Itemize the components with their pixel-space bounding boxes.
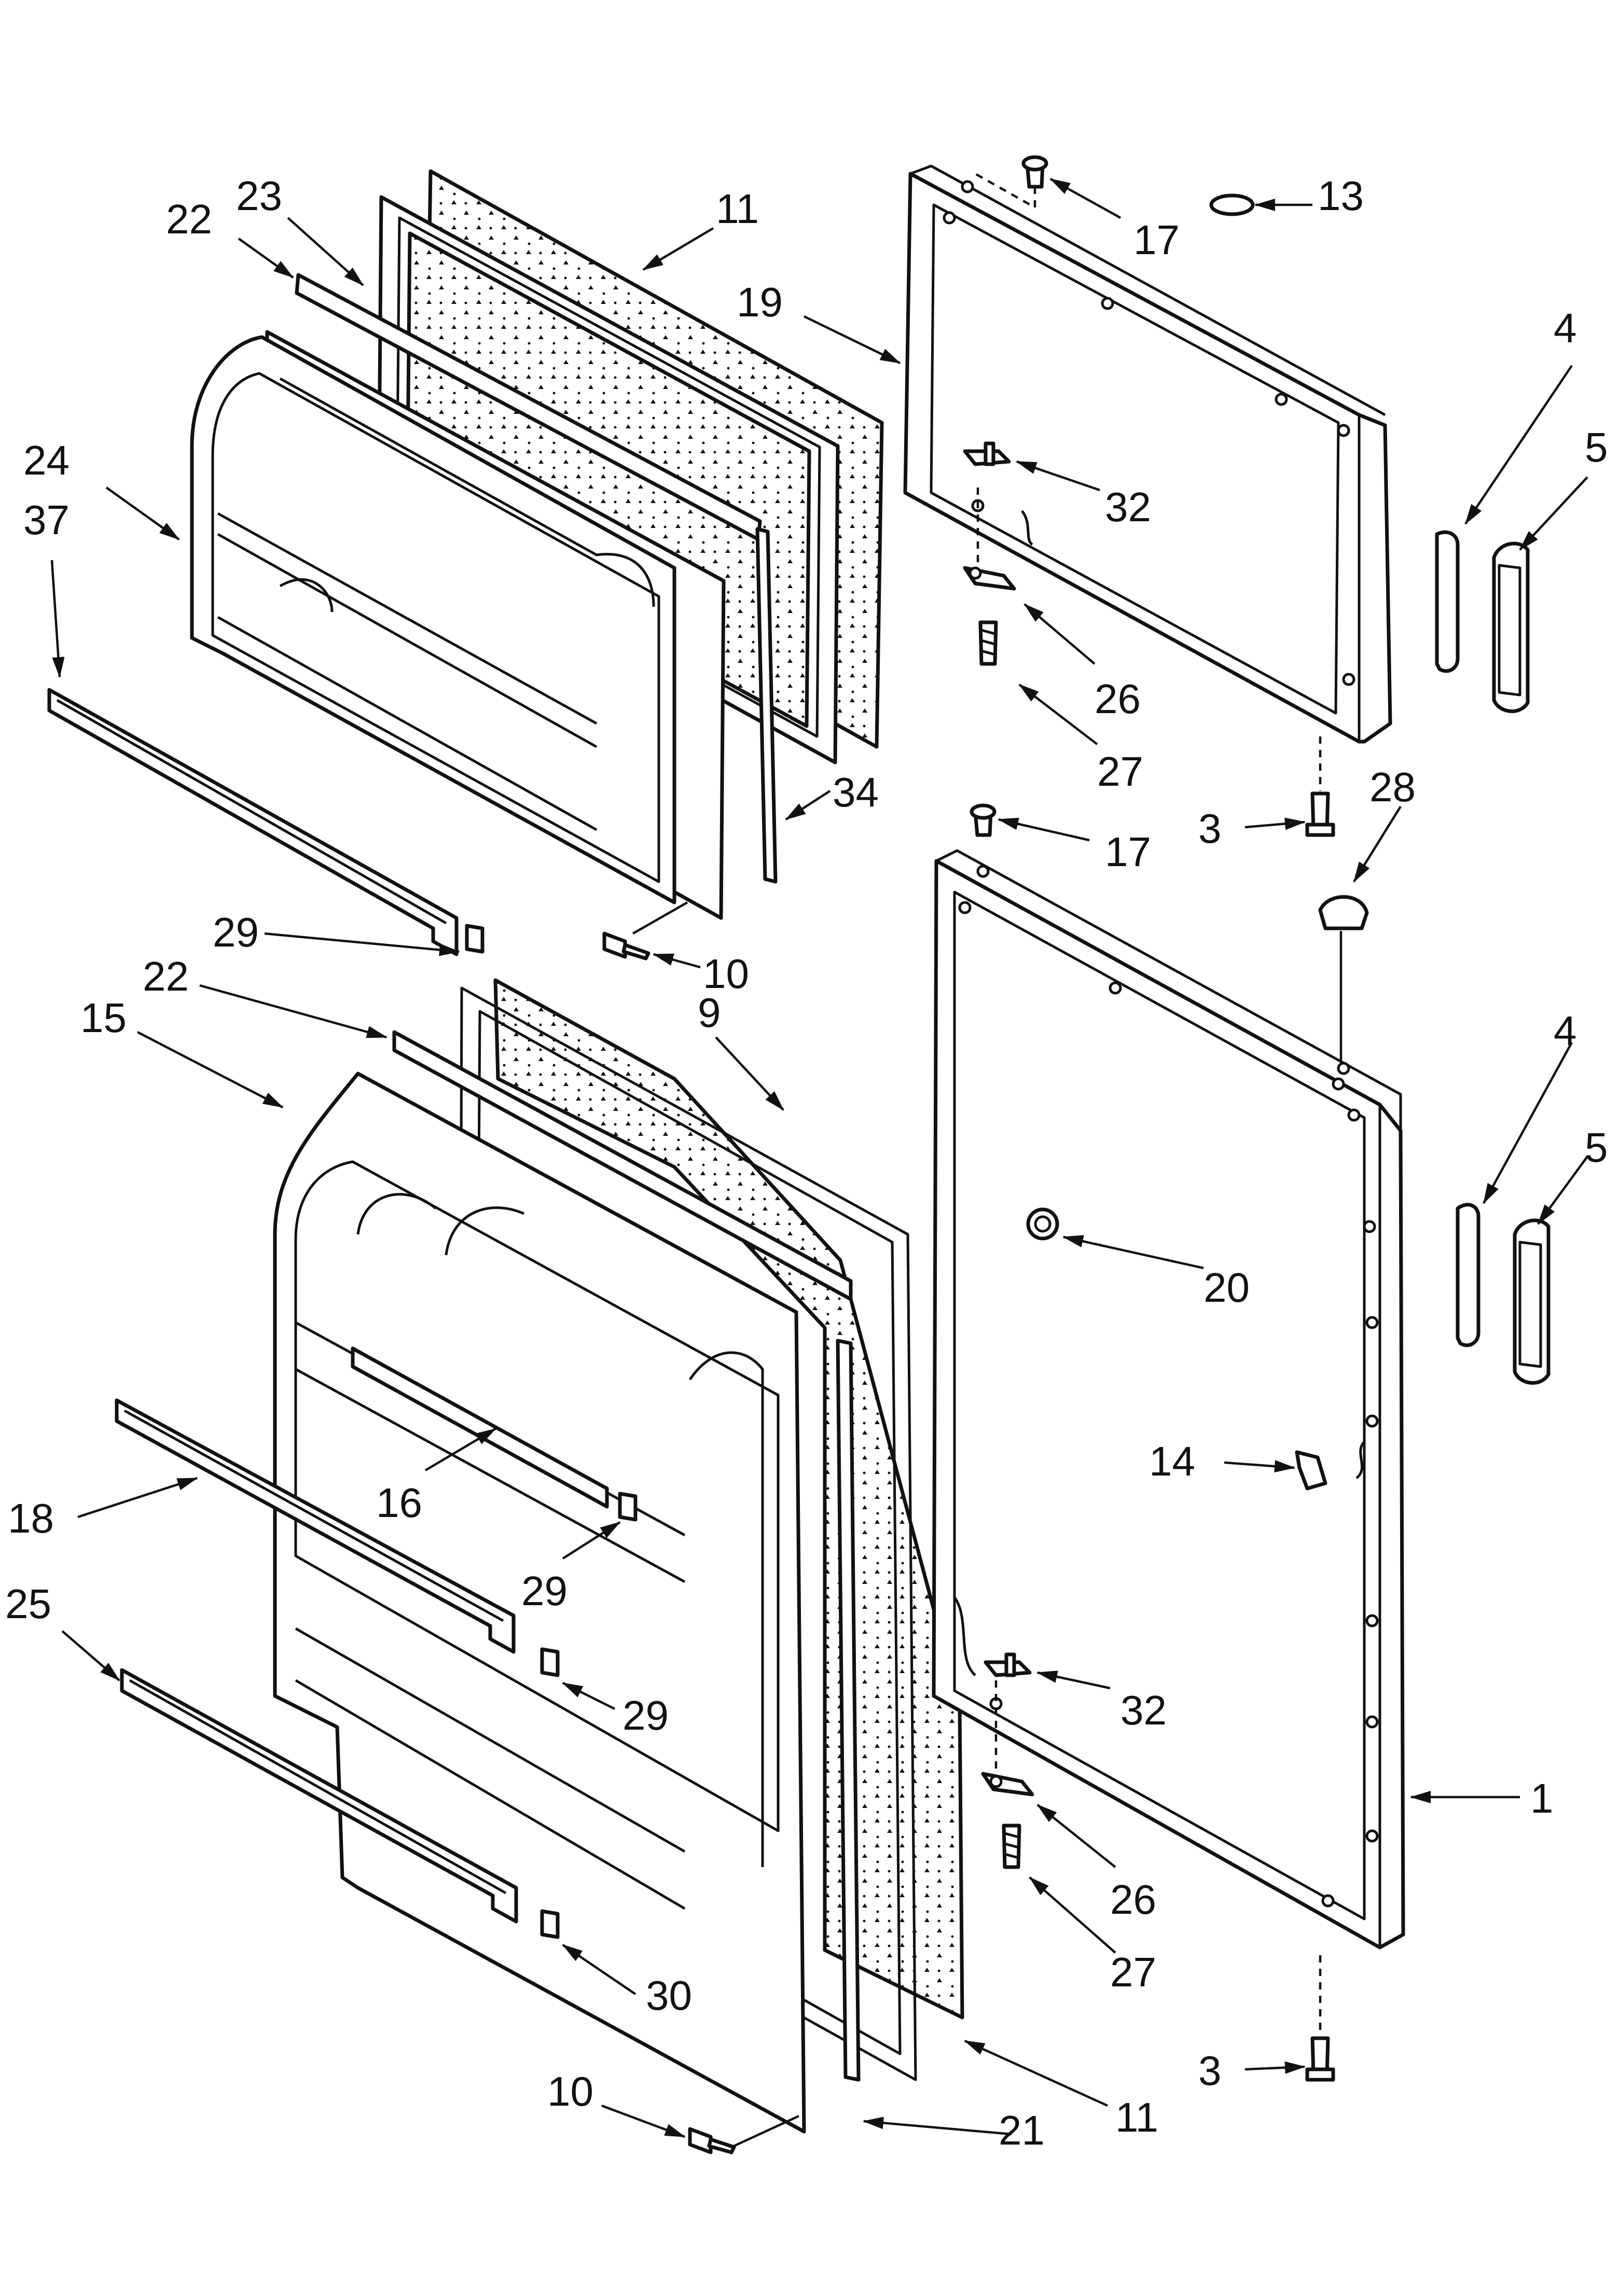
callout-26-upper: 26 [1095, 676, 1141, 722]
part-4-lower-handle-trim [1456, 1203, 1480, 1347]
callout-15: 15 [80, 995, 127, 1041]
callout-23: 23 [236, 173, 282, 219]
part-10-upper-screw [602, 931, 651, 961]
callout-32-lower: 32 [1120, 1687, 1167, 1733]
callout-29-lower-b: 29 [622, 1692, 669, 1738]
part-3-lower-screw [1305, 2036, 1335, 2082]
freezer-outer-door [903, 155, 1530, 837]
part-34-latch-bar [755, 527, 778, 884]
leader-lines [50, 178, 1588, 2149]
callout-14: 14 [1149, 1438, 1195, 1484]
callout-19: 19 [737, 279, 783, 325]
callout-4-upper: 4 [1554, 305, 1577, 351]
callout-30: 30 [646, 1972, 692, 2019]
callout-13: 13 [1318, 173, 1364, 219]
callout-9: 9 [698, 990, 721, 1036]
callout-17-lower: 17 [1105, 829, 1151, 875]
part-28-cap-plug [1318, 895, 1369, 930]
callout-labels: 11 23 22 19 17 13 24 37 4 5 32 26 27 34 … [5, 173, 1608, 2153]
part-22-lower-breaker-strip [392, 1030, 853, 1301]
callout-27-lower: 27 [1110, 1949, 1156, 1995]
callout-21: 21 [999, 2107, 1045, 2153]
part-14-door-bracket [1295, 1450, 1327, 1491]
part-26-upper-hinge-bracket [963, 566, 1016, 591]
part-16-door-shelf-bar [351, 1346, 609, 1509]
part-4-upper-handle-trim [1435, 530, 1460, 673]
callout-37: 37 [23, 497, 70, 543]
callout-22-upper: 22 [166, 196, 212, 242]
callout-20: 20 [1203, 1264, 1250, 1311]
part-29-upper-clip [465, 924, 485, 954]
part-27-upper-screw [978, 620, 998, 666]
part-29-lower-clip-b [540, 1647, 560, 1677]
fresh-food-outer-door [932, 803, 1551, 2082]
callout-17-upper: 17 [1133, 217, 1180, 263]
part-27-lower-screw [1002, 1824, 1021, 1869]
callout-3-upper: 3 [1198, 805, 1222, 852]
part-19-freezer-outer-door [903, 172, 1392, 744]
part-26-lower-hinge-bracket [981, 1772, 1034, 1797]
callout-27-upper: 27 [1097, 748, 1143, 795]
part-18-shelf-rail [115, 1398, 516, 1654]
callout-18: 18 [8, 1495, 54, 1541]
callout-34: 34 [833, 769, 879, 815]
callout-29-lower-a: 29 [521, 1568, 568, 1614]
callout-26-lower: 26 [1110, 1876, 1156, 1923]
callout-11-upper: 11 [716, 186, 759, 232]
callout-5-upper: 5 [1585, 424, 1608, 470]
part-30-clip [540, 1909, 560, 1939]
callout-28: 28 [1369, 764, 1416, 810]
part-17-upper-hinge-pin [1021, 155, 1048, 189]
callout-24: 24 [23, 437, 70, 483]
part-10-lower-screw [688, 2127, 736, 2154]
part-32-lower-hinge [984, 1652, 1032, 1710]
part-32-upper-hinge [963, 441, 1011, 512]
part-37-shelf-rail [47, 688, 459, 956]
part-3-upper-screw [1305, 791, 1335, 837]
callout-3-lower: 3 [1198, 2048, 1222, 2094]
callout-10-lower: 10 [547, 2068, 593, 2114]
callout-4-lower: 4 [1554, 1008, 1577, 1054]
callout-11-lower: 11 [1115, 2094, 1158, 2140]
callout-22-lower: 22 [143, 953, 189, 999]
fresh-food-door-assembly [115, 978, 964, 2154]
callout-16: 16 [376, 1480, 422, 1526]
callout-29-upper: 29 [213, 909, 259, 955]
part-24-freezer-door-liner [190, 335, 676, 905]
callout-10-upper: 10 [703, 951, 749, 997]
freezer-door-assembly [47, 169, 884, 961]
part-13-hole-plug [1209, 193, 1255, 216]
callout-25: 25 [5, 1581, 51, 1627]
part-29-lower-clip-a [618, 1492, 638, 1522]
part-20-door-stop-cap [1026, 1207, 1059, 1241]
part-17-lower-hinge-pin [970, 803, 997, 837]
callout-32-upper: 32 [1105, 484, 1151, 530]
part-21-latch-bar [836, 1339, 861, 2082]
callout-1: 1 [1530, 1775, 1554, 1821]
callout-5-lower: 5 [1585, 1124, 1608, 1171]
